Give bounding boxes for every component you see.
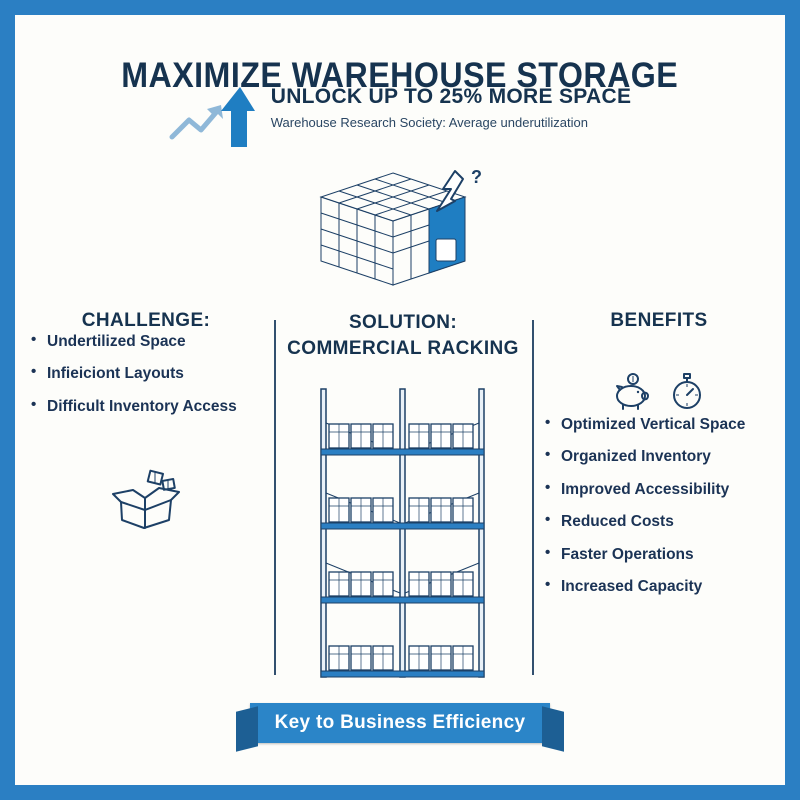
- list-item: Organized Inventory: [545, 446, 773, 466]
- solution-heading-line2: COMMERCIAL RACKING: [287, 337, 519, 359]
- list-item: Optimized Vertical Space: [545, 414, 773, 434]
- infographic-canvas: MAXIMIZE WAREHOUSE STORAGE UNLOCK UP TO …: [15, 15, 785, 785]
- racking-illustration: [287, 383, 519, 683]
- banner-fold-left: [236, 706, 258, 752]
- page-title-text: MAXIMIZE WAREHOUSE STORAGE: [121, 56, 679, 96]
- svg-text:?: ?: [471, 167, 482, 187]
- benefits-list-secondary: Reduced Costs Faster Operations Increase…: [545, 511, 773, 596]
- benefit-icons: [545, 372, 773, 415]
- challenge-list: Undertilized Space Infieiciont Layouts D…: [31, 331, 261, 416]
- growth-arrow-icon: [169, 85, 255, 147]
- footer-banner: Key to Business Efficiency: [236, 703, 564, 752]
- page-title: MAXIMIZE WAREHOUSE STORAGE: [15, 56, 785, 96]
- list-item: Faster Operations: [545, 543, 773, 564]
- challenge-column: CHALLENGE: Undertilized Space Infieicion…: [31, 310, 261, 534]
- subtitle-block: UNLOCK UP TO 25% MORE SPACE Warehouse Re…: [271, 85, 632, 130]
- solution-heading: SOLUTION: COMMERCIAL RACKING: [287, 310, 519, 361]
- open-box-icon: [31, 468, 261, 534]
- piggy-bank-icon: [612, 372, 654, 415]
- list-item: Infieiciont Layouts: [31, 363, 261, 383]
- benefits-heading: BENEFITS: [610, 310, 708, 331]
- list-item: Increased Capacity: [545, 576, 773, 596]
- benefits-list-primary: Optimized Vertical Space Organized Inven…: [545, 414, 773, 499]
- banner-label: Key to Business Efficiency: [274, 712, 526, 733]
- subheader: UNLOCK UP TO 25% MORE SPACE Warehouse Re…: [15, 85, 785, 147]
- column-divider-left: [274, 320, 276, 675]
- banner-fold-right: [542, 706, 564, 752]
- source-note: Warehouse Research Society: Average unde…: [270, 115, 588, 130]
- list-item: Difficult Inventory Access: [31, 396, 261, 416]
- warehouse-cube-illustration: ?: [15, 167, 785, 295]
- challenge-heading: CHALLENGE:: [81, 310, 211, 331]
- list-item: Reduced Costs: [545, 511, 773, 531]
- list-item: Improved Accessibility: [545, 479, 773, 499]
- stopwatch-icon: [668, 372, 706, 415]
- solution-heading-line1: SOLUTION:: [348, 312, 458, 333]
- subtitle: UNLOCK UP TO 25% MORE SPACE: [270, 85, 632, 108]
- column-divider-right: [532, 320, 534, 675]
- three-column-section: CHALLENGE: Undertilized Space Infieicion…: [15, 310, 785, 690]
- list-item: Undertilized Space: [31, 331, 261, 351]
- solution-column: SOLUTION: COMMERCIAL RACKING: [287, 310, 519, 683]
- benefits-column: BENEFITS: [545, 310, 773, 609]
